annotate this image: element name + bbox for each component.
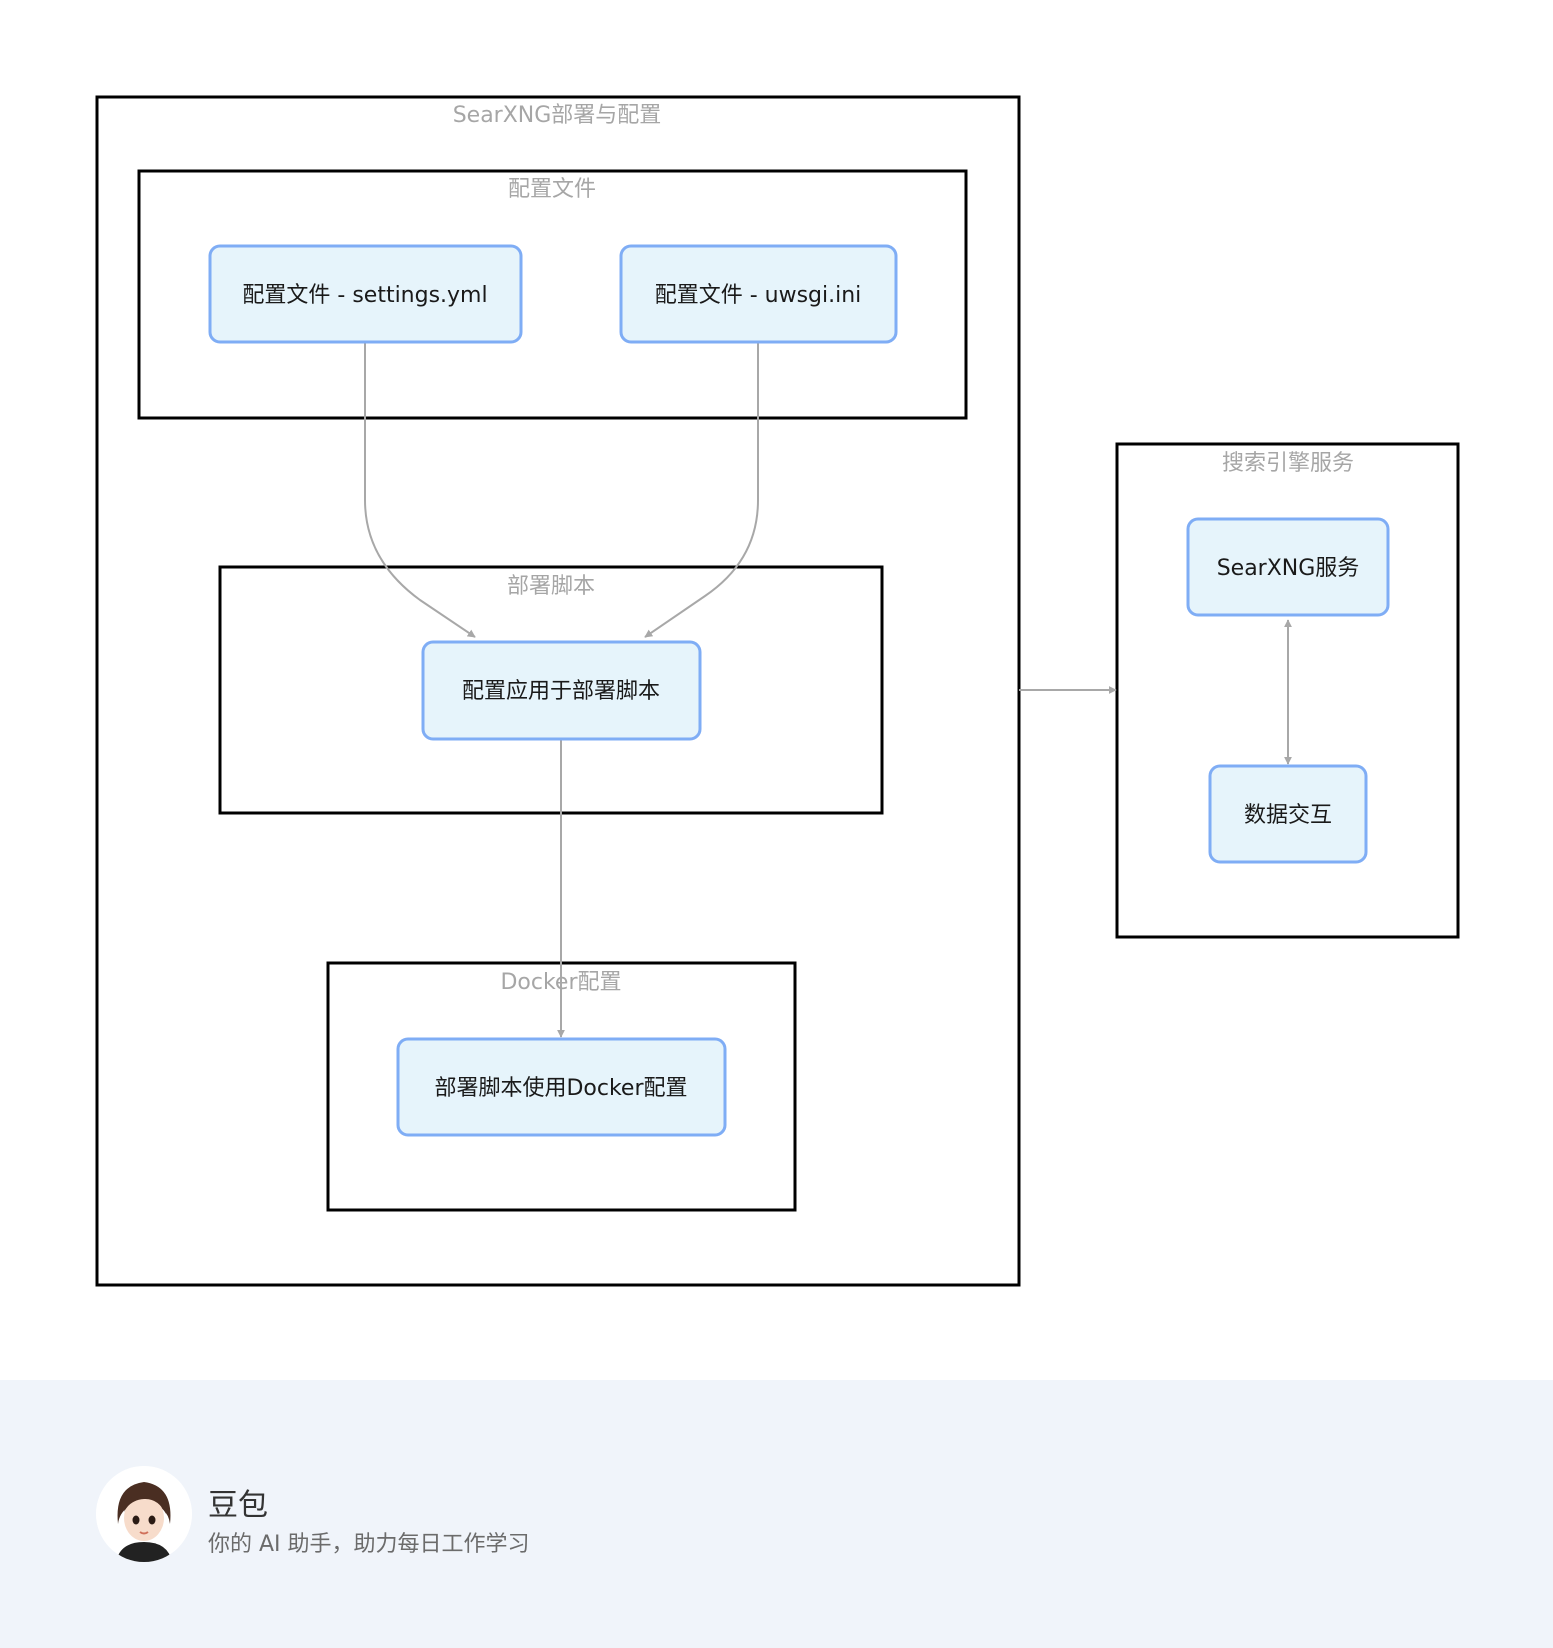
avatar <box>96 1466 192 1562</box>
cluster-search-service-label: 搜索引擎服务 <box>1222 451 1354 476</box>
node-docker-use[interactable]: 部署脚本使用Docker配置 <box>396 1037 727 1137</box>
node-searxng-service[interactable]: SearXNG服务 <box>1186 517 1390 617</box>
node-data-interaction-label: 数据交互 <box>1244 803 1332 828</box>
node-uwsgi-ini-label: 配置文件 - uwsgi.ini <box>655 283 862 308</box>
node-docker-use-label: 部署脚本使用Docker配置 <box>434 1076 687 1101</box>
node-searxng-service-label: SearXNG服务 <box>1217 556 1360 581</box>
node-config-apply-label: 配置应用于部署脚本 <box>462 679 660 704</box>
flowchart-diagram: SearXNG部署与配置 配置文件 部署脚本 Docker配置 搜索引擎服务 配… <box>95 95 1460 1287</box>
brand-tagline: 你的 AI 助手，助力每日工作学习 <box>208 1532 530 1557</box>
node-data-interaction[interactable]: 数据交互 <box>1208 764 1368 864</box>
node-config-apply[interactable]: 配置应用于部署脚本 <box>421 640 702 741</box>
node-settings-yml[interactable]: 配置文件 - settings.yml <box>208 244 523 344</box>
footer-banner: 豆包 你的 AI 助手，助力每日工作学习 <box>0 1380 1553 1648</box>
cluster-config-files-label: 配置文件 <box>508 177 596 202</box>
node-settings-yml-label: 配置文件 - settings.yml <box>242 283 487 308</box>
cluster-searxng-deploy-label: SearXNG部署与配置 <box>453 103 662 128</box>
edge-settings-to-apply <box>364 343 476 638</box>
brand-name: 豆包 <box>208 1488 268 1523</box>
node-uwsgi-ini[interactable]: 配置文件 - uwsgi.ini <box>619 244 898 344</box>
cluster-deploy-script-label: 部署脚本 <box>507 574 595 599</box>
edge-uwsgi-to-apply <box>644 343 759 638</box>
